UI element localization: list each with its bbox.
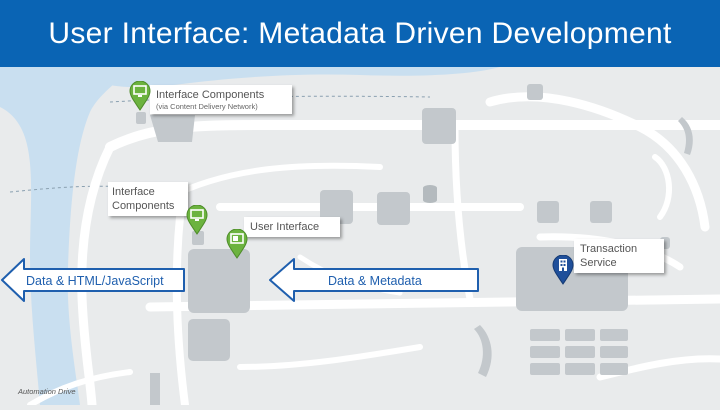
block [527,84,543,100]
map-footer-label: Automation Drive [18,387,76,396]
block [530,363,560,375]
label-line: Service [580,257,617,269]
road [167,162,383,200]
map-background [0,67,720,410]
database-icon [423,185,437,203]
block-main [188,249,250,313]
label-line: Transaction [580,243,638,255]
block [422,108,456,144]
arrow-data-metadata [269,258,479,302]
river-top [90,67,500,88]
block [600,329,628,341]
block [537,201,559,223]
block [600,363,628,375]
monitor-pin-icon [186,205,208,235]
block [530,346,560,358]
road [77,142,115,410]
block [150,115,195,142]
road [652,154,673,220]
screen-pin-icon [226,229,248,259]
river [0,67,130,405]
block [474,325,492,377]
map-canvas: Interface Components (via Content Delive… [0,67,720,410]
label-transaction-service: Transaction Service [574,239,664,273]
label-user-interface: User Interface [244,217,340,237]
block [530,329,560,341]
block [136,112,146,124]
block [565,363,595,375]
label-line: Interface [112,186,155,198]
block [320,190,353,224]
block [377,192,410,225]
label-text: Interface Components [156,89,265,101]
label-text: User Interface [250,221,320,233]
monitor-pin-icon [129,81,151,111]
arrow-data-html-javascript [1,258,185,302]
road [27,369,133,408]
block [192,231,204,245]
road [172,213,189,409]
road [237,344,423,370]
page-title: User Interface: Metadata Driven Developm… [48,16,672,50]
building-pin-icon [552,255,574,285]
block [188,319,230,361]
block [150,373,160,405]
arrow-label-left: Data & HTML/JavaScript [26,274,164,288]
block [590,201,612,223]
block [565,329,595,341]
label-interface-components-cdn: Interface Components (via Content Delive… [150,85,292,114]
arrow-label-middle: Data & Metadata [328,274,422,288]
label-interface-components: Interface Components [108,182,188,216]
block [565,346,595,358]
label-subtext: (via Content Delivery Network) [156,102,258,111]
block [600,346,628,358]
label-line: Components [112,200,175,212]
block [678,117,693,155]
title-bar: User Interface: Metadata Driven Developm… [0,0,720,67]
